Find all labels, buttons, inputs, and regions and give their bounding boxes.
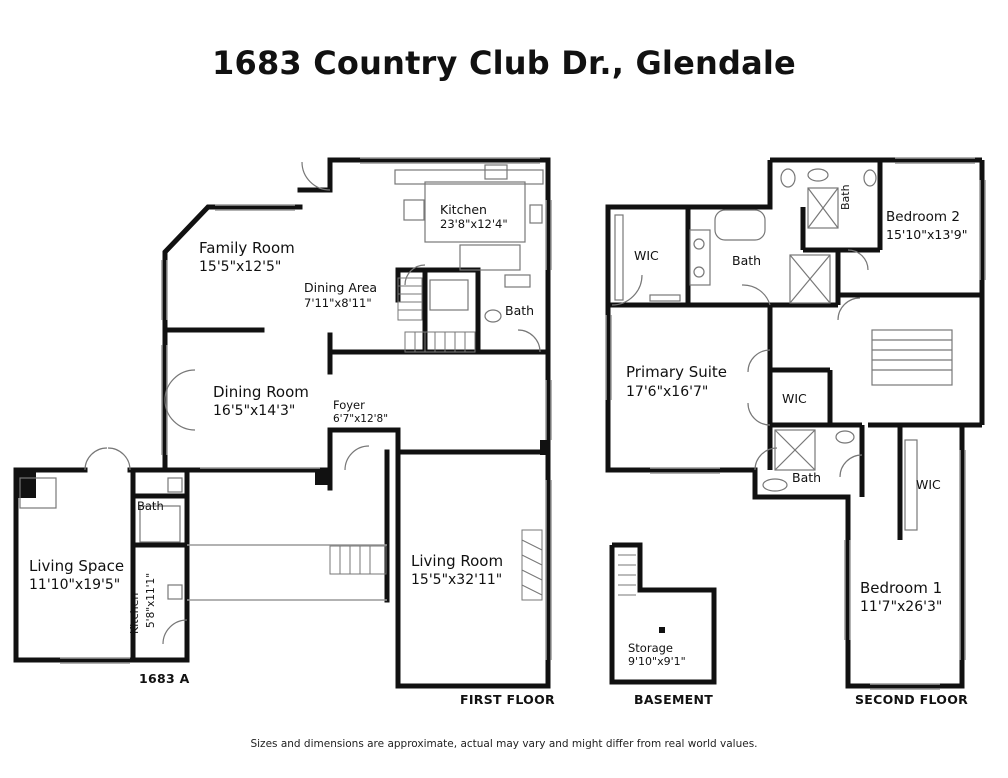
living-space-dims: 11'10"x19'5" <box>29 577 121 593</box>
bedroom2-label: Bedroom 2 <box>886 209 960 225</box>
primary-suite-label: Primary Suite <box>626 363 728 381</box>
footer-disclaimer: Sizes and dimensions are approximate, ac… <box>250 738 758 750</box>
living-space-label: Living Space <box>29 557 125 575</box>
kitchen-label: Kitchen <box>440 202 487 217</box>
bedroom2-dims: 15'10"x13'9" <box>886 227 968 242</box>
basement-walls <box>609 542 717 685</box>
wic-primary-label: WIC <box>634 248 659 263</box>
bath-primary-label: Bath <box>732 253 762 268</box>
primary-suite-dims: 17'6"x16'7" <box>626 384 709 400</box>
dining-room-label: Dining Room <box>213 383 309 401</box>
family-room-label: Family Room <box>199 239 295 257</box>
dining-area-dims: 7'11"x8'11" <box>304 296 372 310</box>
bedroom1-label: Bedroom 1 <box>860 579 943 597</box>
storage-label: Storage <box>628 641 673 655</box>
family-room-dims: 15'5"x12'5" <box>199 259 282 275</box>
wic-bedroom1-label: WIC <box>916 477 941 492</box>
bath-second-label: Bath <box>792 470 822 485</box>
foyer-dims: 6'7"x12'8" <box>333 413 389 425</box>
first-floor-windows <box>60 157 552 664</box>
kitchen-a-label: Kitchen <box>128 592 141 634</box>
second-floor-label: SECOND FLOOR <box>855 692 969 707</box>
wic-mid-label: WIC <box>782 391 807 406</box>
first-floor-label: FIRST FLOOR <box>460 692 555 707</box>
unit-a-label: 1683 A <box>139 671 190 686</box>
second-floor-fixtures <box>611 168 953 531</box>
dining-area-label: Dining Area <box>304 280 378 295</box>
bath-small-label: Bath <box>839 184 852 210</box>
foyer-label: Foyer <box>333 398 365 412</box>
bedroom1-dims: 11'7"x26'3" <box>860 599 943 615</box>
kitchen-dims: 23'8"x12'4" <box>440 217 508 231</box>
living-room-dims: 15'5"x32'11" <box>411 572 503 588</box>
second-floor-windows <box>605 157 986 690</box>
bath-a-label: Bath <box>137 499 164 513</box>
basement-label: BASEMENT <box>634 692 714 707</box>
plan-title: 1683 Country Club Dr., Glendale <box>212 44 796 82</box>
first-floor-stairs <box>329 277 543 601</box>
second-floor-walls <box>605 157 985 689</box>
bath-first-label: Bath <box>505 303 535 318</box>
first-floor-fixtures <box>19 161 544 645</box>
living-room-label: Living Room <box>411 552 504 570</box>
dining-room-dims: 16'5"x14'3" <box>213 403 296 419</box>
kitchen-a-dims: 5'8"x11'1" <box>145 572 157 628</box>
storage-dims: 9'10"x9'1" <box>628 655 686 668</box>
